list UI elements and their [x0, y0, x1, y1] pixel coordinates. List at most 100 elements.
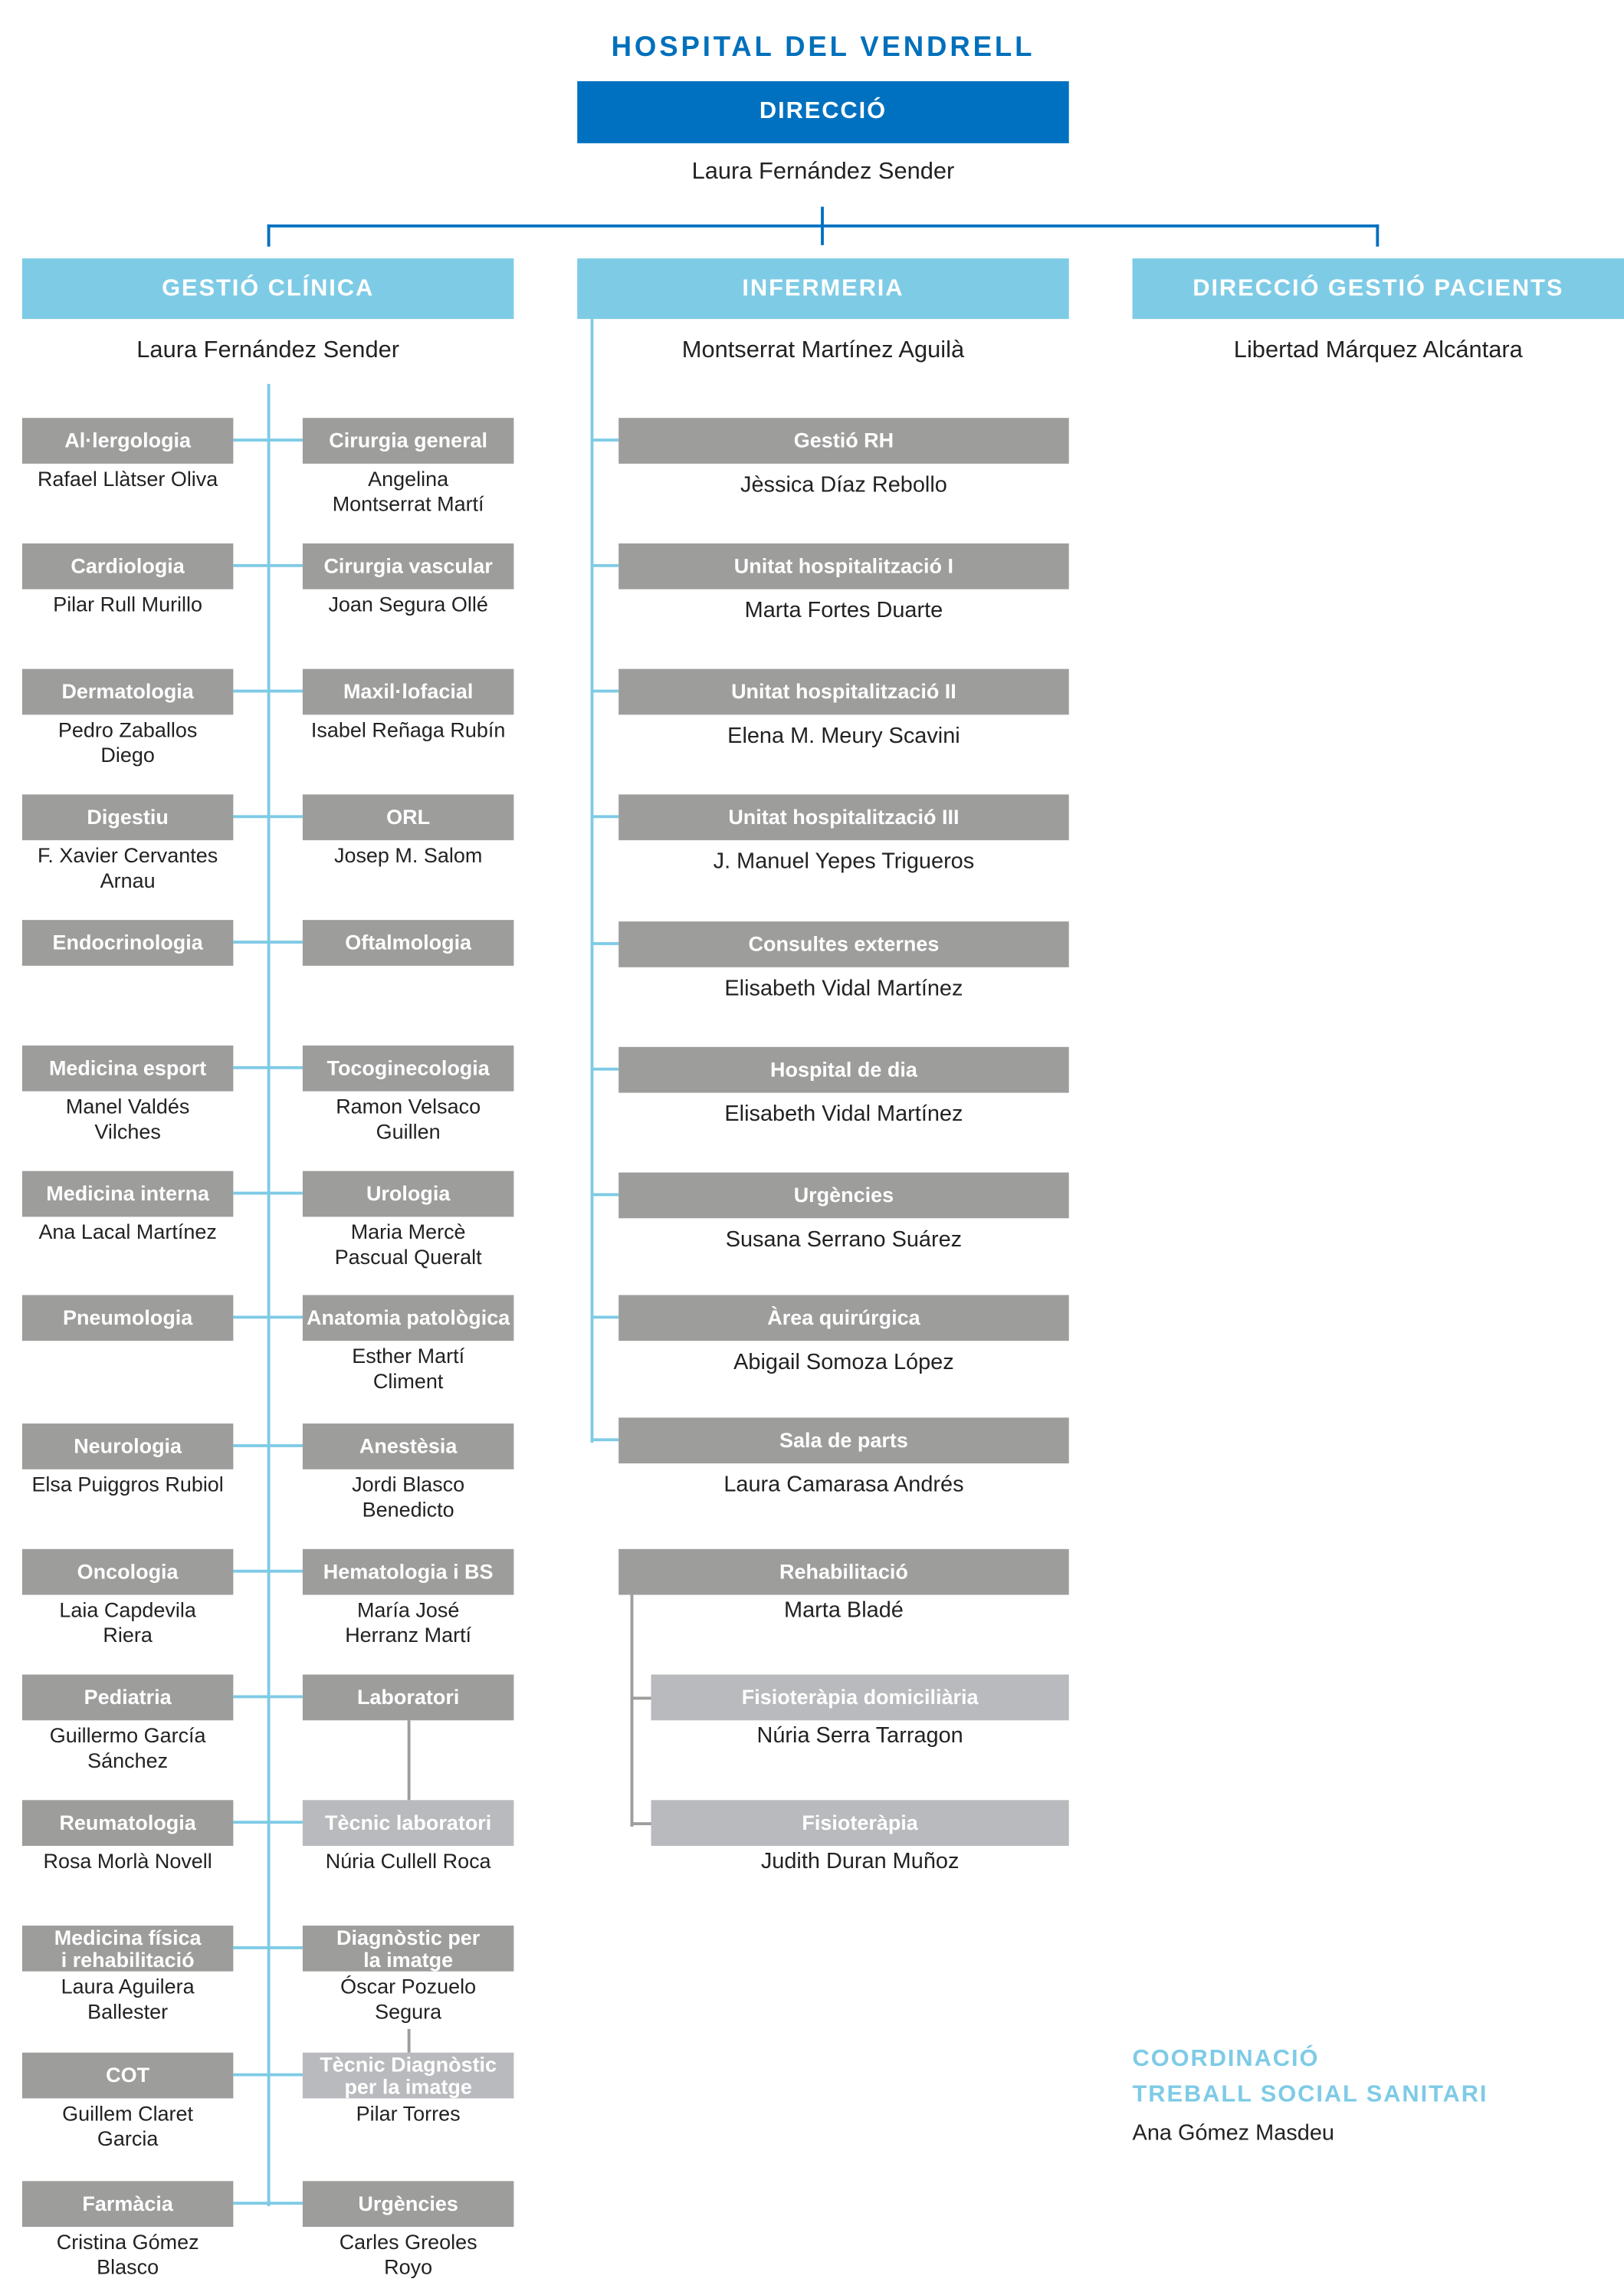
rehab-sub-box: Fisioteràpia domiciliària — [651, 1674, 1069, 1721]
department-box: Medicina interna — [21, 1171, 234, 1217]
direction-box: DIRECCIÓ — [577, 80, 1069, 143]
department-box: Pneumologia — [21, 1295, 234, 1341]
department-box: Diagnòstic per la imatge — [302, 1926, 514, 1972]
division-patients: DIRECCIÓ GESTIÓ PACIENTS — [1132, 258, 1624, 320]
connector — [1376, 224, 1380, 247]
connector — [267, 224, 1380, 228]
department-head: Laia Capdevila Riera — [59, 1598, 196, 1647]
department-box: Cardiologia — [21, 543, 234, 589]
division-nursing: INFERMERIA — [577, 258, 1069, 320]
department-box: Anatomia patològica — [302, 1295, 514, 1341]
connector — [592, 1315, 619, 1319]
department-head: Rafael Llàtser Oliva — [37, 466, 218, 491]
nursing-unit-head: Elena M. Meury Scavini — [727, 723, 960, 749]
department-head: Ramon Velsaco Guillen — [336, 1094, 481, 1144]
department-box: Laboratori — [302, 1674, 514, 1721]
department-box: Neurologia — [21, 1423, 234, 1469]
department-head: Maria Mercè Pascual Queralt — [334, 1220, 482, 1269]
connector — [407, 1720, 411, 1801]
connector — [233, 2202, 303, 2205]
nursing-unit-box: Hospital de dia — [618, 1046, 1069, 1093]
department-box: Medicina esport — [21, 1045, 234, 1092]
department-box: Hematologia i BS — [302, 1548, 514, 1595]
connector — [267, 224, 271, 247]
department-box: Urgències — [302, 2181, 514, 2228]
division-clinical: GESTIÓ CLÍNICA — [21, 258, 514, 320]
nursing-unit-box: Gestió RH — [618, 418, 1069, 464]
department-box: Urologia — [302, 1171, 514, 1217]
department-box: Endocrinologia — [21, 920, 234, 966]
department-head: Pilar Torres — [356, 2101, 461, 2126]
department-head: Josep M. Salom — [333, 842, 483, 867]
department-head: Elsa Puiggros Rubiol — [31, 1472, 224, 1496]
nursing-unit-head: Abigail Somoza López — [733, 1349, 954, 1375]
nursing-unit-head: Marta Fortes Duarte — [744, 598, 943, 623]
connector — [233, 1315, 303, 1319]
division-head: Libertad Márquez Alcántara — [1233, 338, 1523, 363]
department-box: Digestiu — [21, 794, 234, 841]
connector — [233, 2073, 303, 2077]
department-head: Guillem Claret Garcia — [62, 2101, 194, 2150]
connector — [233, 1946, 303, 1949]
connector — [233, 1066, 303, 1069]
connector — [592, 942, 619, 945]
department-box: Reumatologia — [21, 1800, 234, 1846]
rehab-head: Marta Bladé — [784, 1598, 904, 1624]
department-head: Pedro Zaballos Diego — [57, 717, 198, 767]
connector — [233, 1191, 303, 1195]
connector — [592, 1193, 619, 1197]
department-head: Cristina Gómez Blasco — [56, 2229, 199, 2279]
department-box: Tècnic laboratori — [302, 1800, 514, 1846]
division-head: Montserrat Martínez Aguilà — [681, 338, 965, 363]
rehab-box: Rehabilitació — [618, 1548, 1069, 1595]
department-box: Maxil·lofacial — [302, 668, 514, 715]
connector — [592, 1438, 619, 1442]
connector — [630, 1594, 634, 1827]
nursing-unit-box: Urgències — [618, 1172, 1069, 1219]
department-box: Cirurgia general — [302, 418, 514, 464]
connector — [630, 1822, 651, 1826]
clinical-spine — [267, 383, 271, 2207]
department-head: Angelina Montserrat Martí — [332, 466, 484, 516]
connector — [233, 815, 303, 819]
nursing-unit-head: Elisabeth Vidal Martínez — [724, 976, 963, 1002]
department-head: Joan Segura Ollé — [328, 592, 488, 616]
connector — [407, 2028, 411, 2053]
rehab-sub-head: Núria Serra Tarragon — [756, 1723, 963, 1749]
department-head: Esther Martí Climent — [352, 1344, 465, 1393]
nursing-unit-box: Consultes externes — [618, 921, 1069, 967]
department-box: Tocoginecologia — [302, 1045, 514, 1092]
connector — [233, 689, 303, 693]
nursing-unit-head: J. Manuel Yepes Trigueros — [713, 849, 975, 875]
department-box: Al·lergologia — [21, 418, 234, 464]
nursing-spine — [590, 319, 594, 1443]
rehab-sub-head: Judith Duran Muñoz — [760, 1848, 960, 1874]
connector — [233, 1444, 303, 1447]
department-box: Farmàcia — [21, 2181, 234, 2228]
department-box: COT — [21, 2052, 234, 2099]
connector — [592, 815, 619, 819]
department-box: Tècnic Diagnòstic per la imatge — [302, 2052, 514, 2099]
nursing-unit-box: Sala de parts — [618, 1417, 1069, 1464]
connector — [233, 1821, 303, 1824]
department-head: Laura Aguilera Ballester — [61, 1974, 195, 2024]
connector — [233, 941, 303, 944]
department-head: Isabel Reñaga Rubín — [310, 717, 506, 742]
nursing-unit-box: Unitat hospitalització III — [618, 794, 1069, 841]
department-head: Óscar Pozuelo Segura — [340, 1974, 477, 2024]
department-box: Anestèsia — [302, 1423, 514, 1469]
department-head: F. Xavier Cervantes Arnau — [37, 842, 218, 892]
nursing-unit-head: Susana Serrano Suárez — [725, 1226, 963, 1253]
department-head: Guillermo García Sánchez — [49, 1723, 206, 1772]
department-head: Rosa Morlà Novell — [43, 1848, 212, 1873]
coordination-title: COORDINACIÓ — [1132, 2046, 1320, 2072]
department-head: Núria Cullell Roca — [325, 1848, 491, 1873]
connector — [592, 438, 619, 442]
department-head: Jordi Blasco Benedicto — [352, 1472, 465, 1522]
connector — [233, 563, 303, 567]
nursing-unit-head: Jèssica Díaz Rebollo — [740, 472, 947, 498]
department-head: Ana Lacal Martínez — [38, 1220, 217, 1244]
coordination-name: Ana Gómez Masdeu — [1132, 2120, 1334, 2146]
hospital-title: HOSPITAL DEL VENDRELL — [611, 32, 1035, 64]
